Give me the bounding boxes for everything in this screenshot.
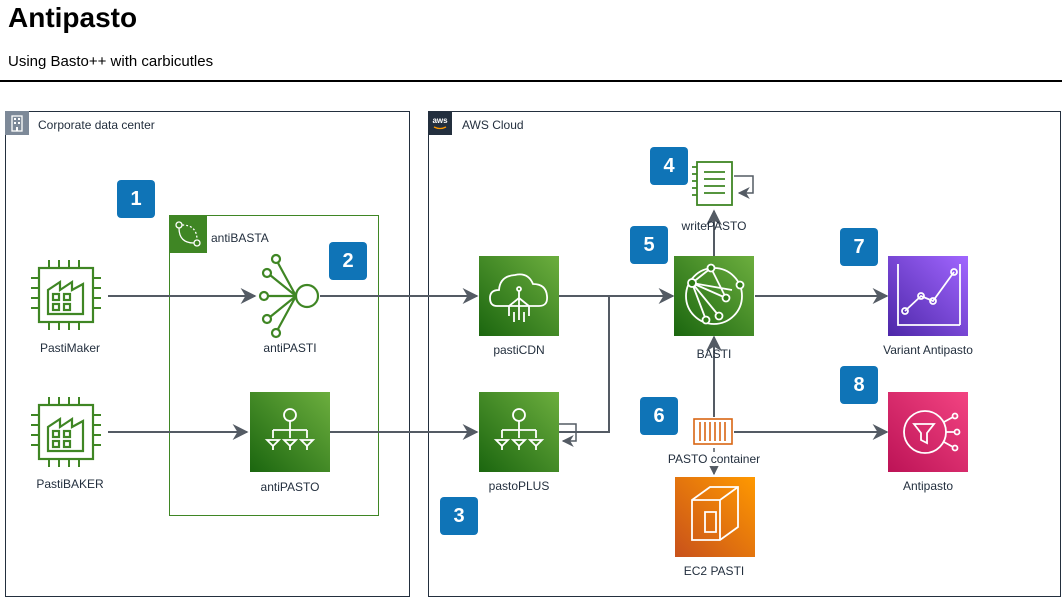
aws-group-label: AWS Cloud	[462, 118, 524, 132]
step-badge-5: 5	[630, 226, 668, 264]
svg-text:aws: aws	[432, 116, 448, 125]
step-functions-icon	[169, 215, 207, 253]
step-badge-8: 8	[840, 366, 878, 404]
factory-chip-icon	[31, 260, 101, 330]
edge-writepasto-self	[734, 175, 754, 199]
connectors	[108, 175, 889, 476]
pasticdn-label: pastiCDN	[493, 343, 545, 357]
step-badge-1: 1	[117, 180, 155, 218]
aws-logo-icon: aws	[428, 111, 452, 135]
factory-chip-icon	[31, 397, 101, 467]
pastibaker-label: PastiBAKER	[36, 477, 104, 491]
pasto-container-label: PASTO container	[667, 452, 761, 466]
mesh-icon	[674, 256, 754, 336]
ec2-icon	[675, 477, 755, 557]
step-badge-2: 2	[329, 242, 367, 280]
antipasto-pink-label: Antipasto	[902, 479, 954, 493]
antipasto-label: antiPASTO	[260, 480, 320, 494]
page-subtitle: Using Basto++ with carbicutles	[8, 53, 214, 70]
cloud-cdn-icon	[479, 256, 559, 336]
hierarchy-icon	[479, 392, 559, 472]
edge-pastoplus-basti	[558, 296, 610, 433]
step-badge-3: 3	[440, 497, 478, 535]
writepasto-label: writePASTO	[681, 219, 747, 233]
ec2-pasti-label: EC2 PASTI	[683, 564, 745, 578]
notification-icon	[888, 392, 968, 472]
antipasti-label: antiPASTI	[263, 341, 317, 355]
edge-pastoplus-self	[555, 423, 577, 447]
building-icon	[5, 111, 29, 135]
pastoplus-label: pastoPLUS	[488, 479, 550, 493]
basti-label: BASTI	[696, 347, 732, 361]
fan-out-icon	[258, 253, 320, 339]
container-icon	[693, 418, 733, 445]
document-icon	[692, 161, 733, 206]
antibasta-group-label: antiBASTA	[211, 231, 269, 245]
step-badge-7: 7	[840, 228, 878, 266]
pastimaker-label: PastiMaker	[39, 341, 101, 355]
corporate-group-label: Corporate data center	[38, 118, 155, 132]
step-badge-6: 6	[640, 397, 678, 435]
hierarchy-icon	[250, 392, 330, 472]
step-badge-4: 4	[650, 147, 688, 185]
title-divider	[0, 80, 1062, 82]
antibasta-group	[169, 215, 379, 516]
variant-antipasto-label: Variant Antipasto	[883, 343, 973, 357]
page-title: Antipasto	[8, 2, 138, 33]
chart-line-icon	[888, 256, 968, 336]
